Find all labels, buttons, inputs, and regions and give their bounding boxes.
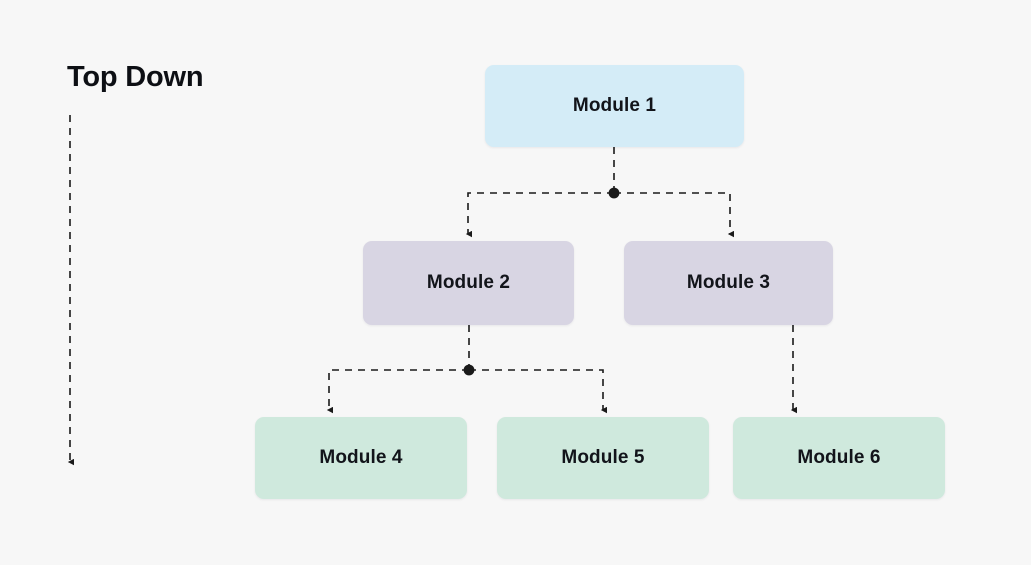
node-module-3-label: Module 3 [686, 272, 771, 293]
edge-m1-m2 [465, 192, 614, 238]
node-module-1[interactable]: Module 1 [485, 65, 744, 147]
node-module-5[interactable]: Module 5 [497, 417, 709, 499]
node-module-6[interactable]: Module 6 [733, 417, 945, 499]
junction-dot-level1 [608, 187, 620, 199]
node-module-6-label: Module 6 [797, 447, 881, 468]
junction-dot-level2 [463, 364, 475, 376]
edge-m2-m4 [326, 369, 469, 414]
node-module-2-label: Module 2 [426, 272, 511, 293]
edge-m1-m3 [614, 192, 734, 238]
node-module-1-label: Module 1 [572, 95, 657, 116]
node-module-5-label: Module 5 [561, 447, 645, 468]
node-module-2[interactable]: Module 2 [363, 241, 574, 325]
node-module-3[interactable]: Module 3 [624, 241, 833, 325]
node-module-4-label: Module 4 [319, 447, 403, 468]
top-down-label: Top Down [67, 61, 204, 93]
edge-m2-m5 [469, 369, 607, 414]
node-module-4[interactable]: Module 4 [255, 417, 467, 499]
